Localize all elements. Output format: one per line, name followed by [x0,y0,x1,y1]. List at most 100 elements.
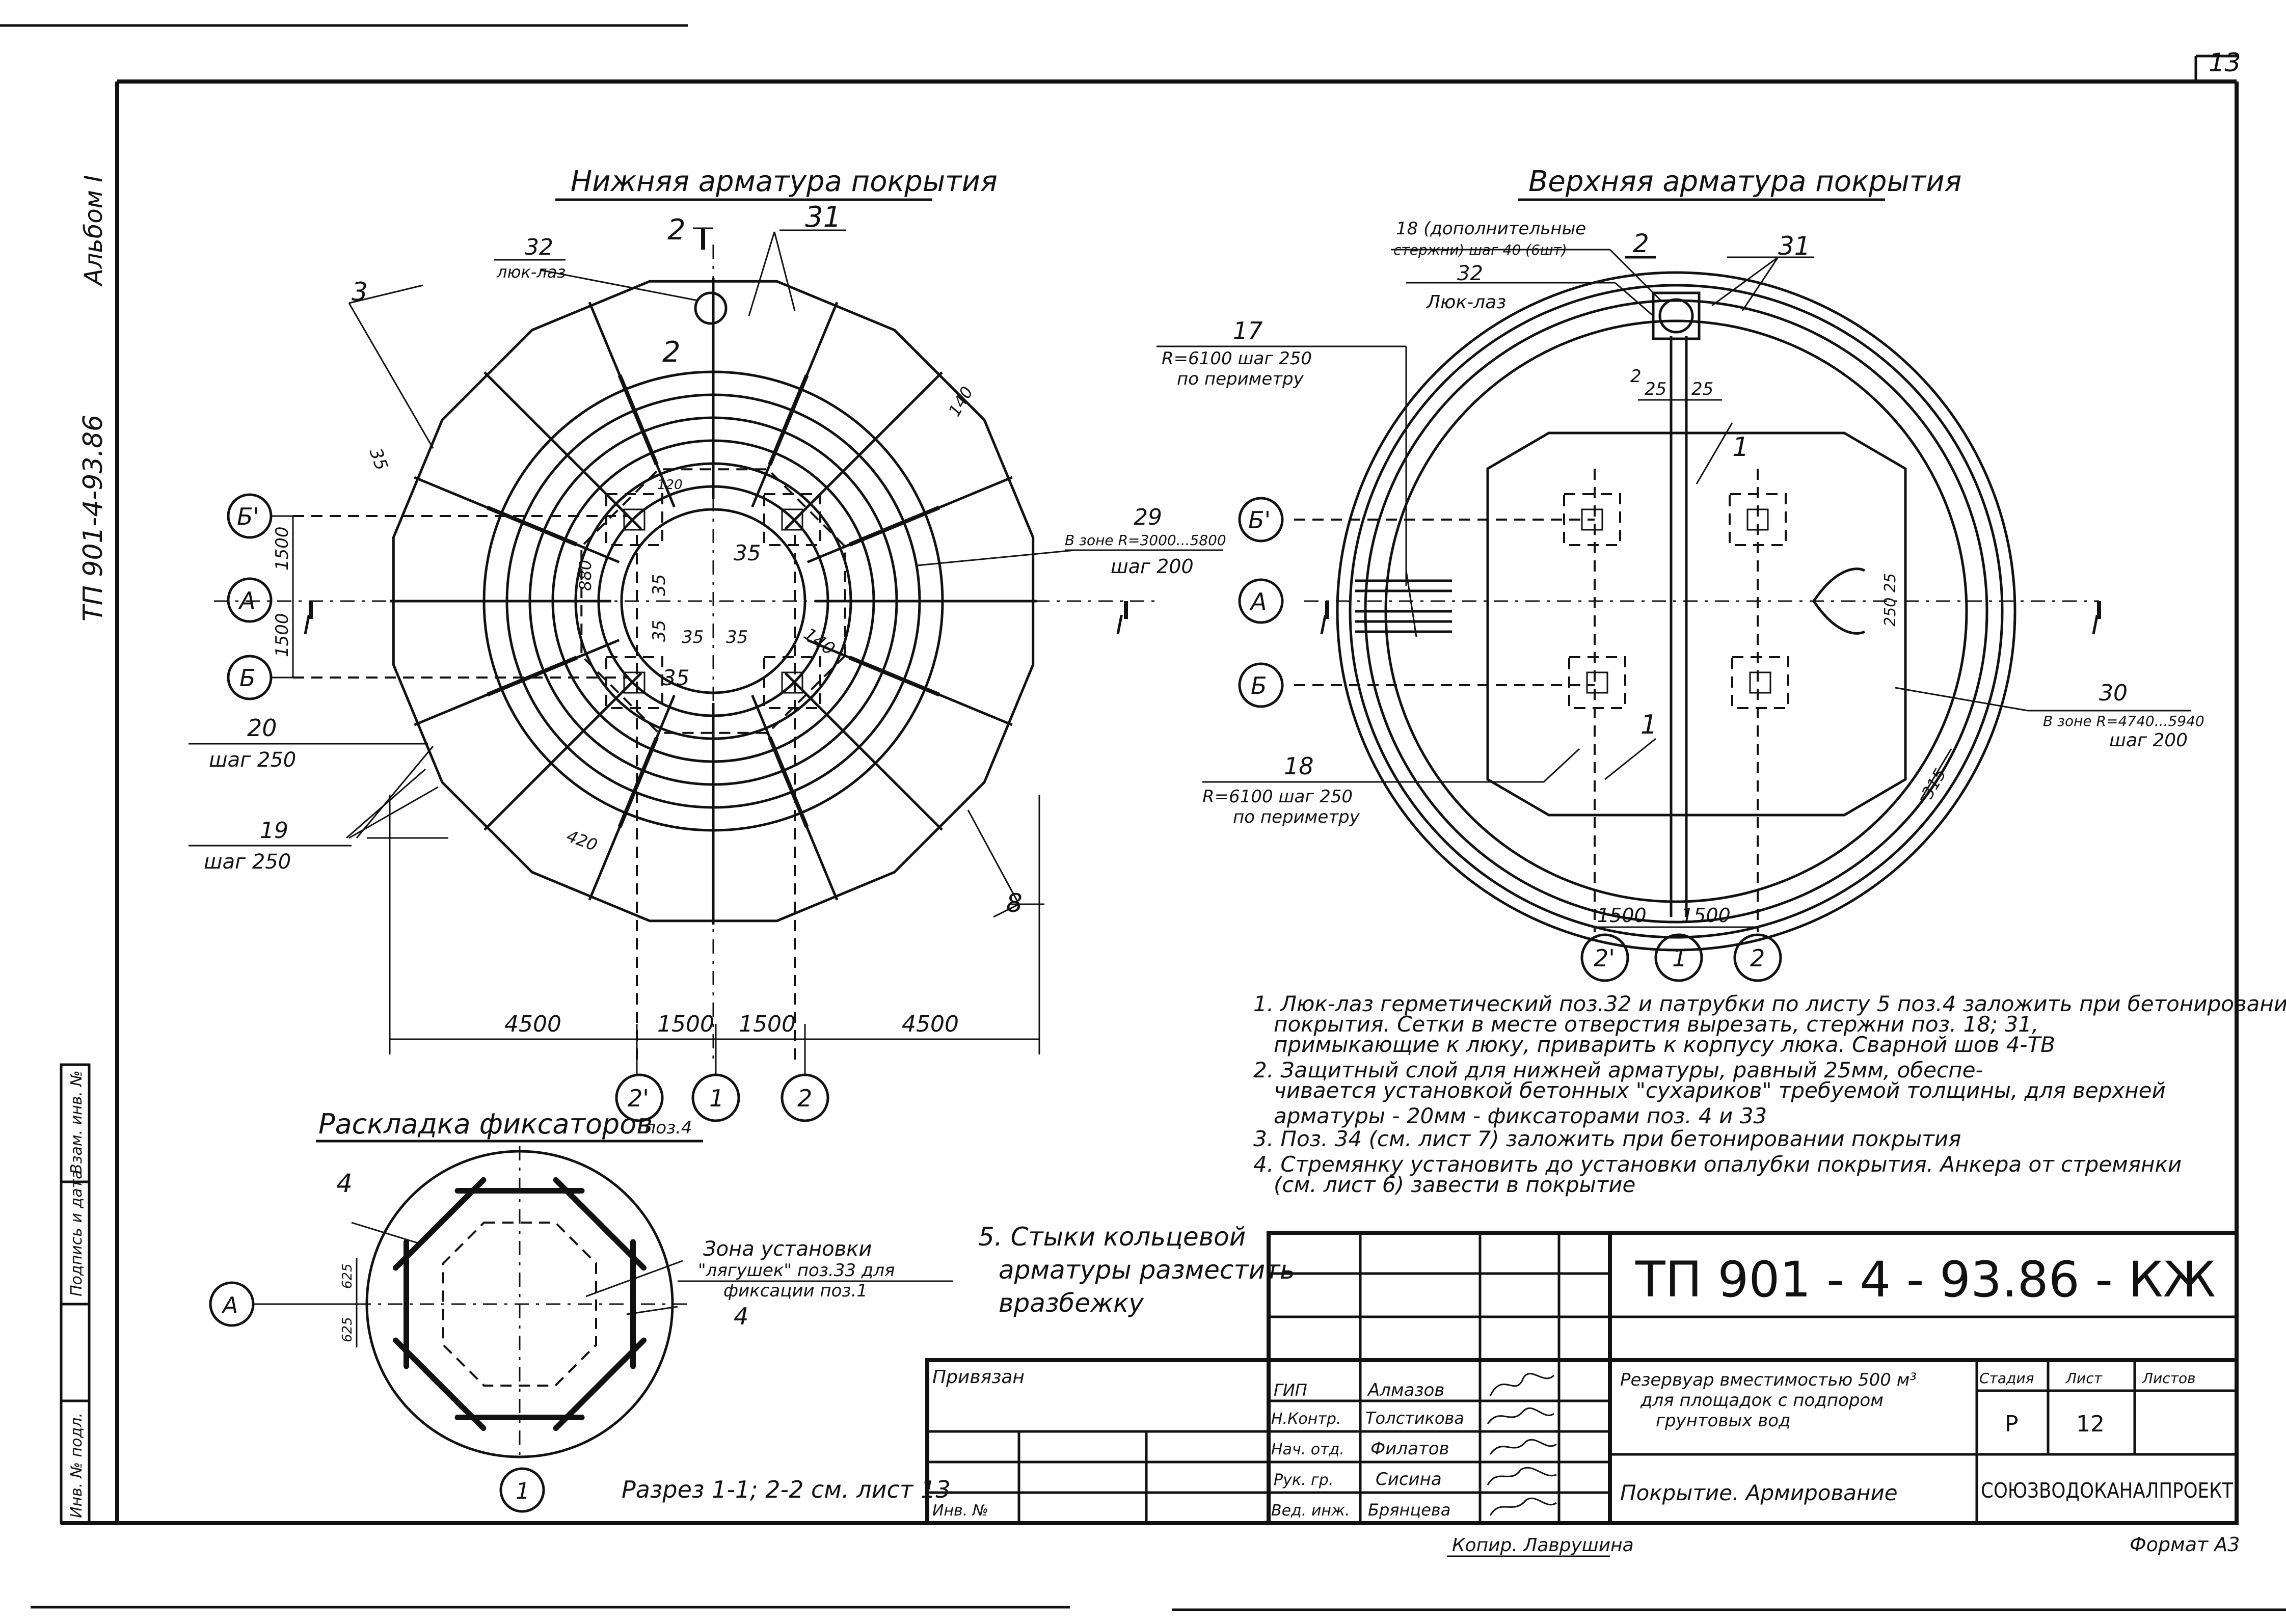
note-line-8: 4. Стремянку установить до установки опа… [1253,1152,2182,1177]
axis-2prime-marker: 2' [615,1073,664,1122]
upper-axis-1-label: 1 [1672,944,1687,972]
upper-pos32-label: 32 [1457,262,1483,285]
zone-label-1: Зона установки [703,1237,872,1261]
pos29-step: шаг 200 [1111,555,1194,578]
sheet-number: 13 [2209,48,2241,77]
section-2-mid: 2 [662,336,681,369]
fixator-axis-1-label: 1 [516,1478,530,1504]
radial-bar-3 [784,672,943,831]
dim-625-b: 625 [340,1317,355,1342]
dim-2: 2 [1630,366,1642,387]
upper-column-heads [1563,493,1789,709]
section-2-top: 2 [667,213,686,247]
section-reference: Разрез 1-1; 2-2 см. лист 13 [622,1476,951,1503]
dim-35-a: 35 [365,445,392,473]
section-2-label: 2 [1633,229,1649,258]
pos29-zone: В зоне R=3000...5800 [1065,532,1226,549]
role-ruk-gr: Рук. гр. [1274,1471,1333,1489]
upper-axis-1-marker: 1 [1654,933,1703,982]
role-n-kontr: Н.Контр. [1271,1410,1341,1428]
pos31-label: 31 [805,201,841,234]
dim-35-f: 35 [726,627,748,647]
dim-35-c: 35 [649,574,669,596]
upper-pos31-label: 31 [1778,231,1811,261]
upper-dim-1500-a: 1500 [1597,904,1647,927]
dim-1500-a: 1500 [272,526,292,571]
name-tolstikova: Толстикова [1365,1409,1464,1428]
axis-1-label: 1 [709,1085,724,1112]
dim-35-e: 35 [682,627,704,647]
stage-value: Р [2005,1411,2019,1437]
dim-880: 880 [576,560,595,591]
upper-mesh-outline [1486,431,1907,817]
upper-axis-2prime-label: 2' [1594,944,1615,972]
note-5: 5. Стыки кольцевой арматуры разместить в… [978,1222,1295,1318]
axis-a-label: А [238,587,255,614]
dim-420: 420 [564,826,600,855]
pos3-label: 3 [352,277,368,307]
name-almazov: Алмазов [1367,1380,1444,1400]
lower-reinforcement-plan: Нижняя арматура покрытия [189,165,1226,1122]
upper-axis-2-label: 2 [1750,944,1765,972]
upper-plan-title: Верхняя арматура покрытия [1528,165,1961,198]
note-line-3: примыкающие к люку, приварить к корпусу … [1274,1032,2055,1057]
dim-1500-right: 1500 [739,1011,796,1037]
dim-625-a: 625 [340,1263,355,1289]
hatch-short-label: люк-лаз [496,262,566,282]
dim-4500-left: 4500 [504,1011,561,1037]
general-notes: 1. Люк-лаз герметический поз.32 и патруб… [1253,991,2286,1197]
project-code: ТП 901 - 4 - 93.86 - КЖ [1635,1251,2216,1308]
fixator-bar-20 [392,1337,449,1394]
fixator-axis-1-marker: 1 [499,1467,545,1513]
inv-podl-label: Инв. № подл. [68,1413,86,1518]
signatures [1487,1373,1557,1516]
note-line-7: 3. Поз. 34 (см. лист 7) заложить при бет… [1253,1126,1961,1151]
axis-a-marker: А [227,577,273,623]
axis-b-label: Б [239,664,256,692]
upper-dim-1500-b: 1500 [1681,904,1731,927]
dim-250-25: 250 25 [1881,573,1899,627]
object-name-2: для площадок с подпором [1640,1390,1884,1411]
inv-no-label: Инв. № [932,1502,988,1520]
radial-bar-11 [483,371,642,530]
footer: Копир. Лаврушина Формат А3 [31,1533,2286,1611]
perimeter-ring-4 [1336,271,2016,952]
pos1-top: 1 [1732,432,1749,463]
section-1-right: I [1116,610,1123,641]
role-ved-inzh: Вед. инж. [1271,1502,1350,1520]
pos17-r: R=6100 шаг 250 [1162,348,1312,369]
heavy-bar-7 [768,374,809,466]
name-sisina: Сисина [1376,1469,1442,1490]
dim-120: 120 [657,477,683,493]
radial-bar-7 [483,672,642,831]
perimeter-ring-3 [1349,284,2004,939]
note5-line-1: 5. Стыки кольцевой [978,1222,1246,1252]
axis-b1-label: Б' [237,503,259,530]
dim-35-g: 35 [662,665,689,690]
heavy-bar-8 [849,505,940,547]
axis-2prime-label: 2' [628,1085,649,1112]
heavy-bar-5 [486,505,578,547]
pos18-perimeter: по периметру [1233,807,1360,827]
axis-b-marker: Б [227,655,273,700]
note-line-9: (см. лист 6) завести в покрытие [1274,1172,1635,1197]
pos8-label: 8 [1006,888,1023,918]
title-block: ТП 901 - 4 - 93.86 - КЖ Привязан Инв. № … [925,1231,2239,1525]
pos29-label: 29 [1134,504,1162,530]
upper-axis-2-marker: 2 [1733,933,1782,982]
heavy-bar-2 [768,737,809,828]
lower-plan-title: Нижняя арматура покрытия [571,165,998,198]
sheet-value: 12 [2076,1411,2105,1437]
axis-2-label: 2 [797,1085,812,1112]
radial-bar-15 [784,371,943,530]
upper-axis-b1-label: Б' [1248,506,1271,534]
project-code-vertical: ТП 901-4-93.86 [78,415,109,621]
dim-35-b: 35 [734,540,761,565]
dim-35-d: 35 [649,620,669,642]
fixator-title-pos: поз.4 [644,1118,692,1138]
dim-25-b: 25 [1691,379,1713,399]
upper-axis-b1-marker: Б' [1238,497,1284,543]
axis-1-marker: 1 [691,1073,740,1122]
name-filatov: Филатов [1370,1439,1449,1459]
